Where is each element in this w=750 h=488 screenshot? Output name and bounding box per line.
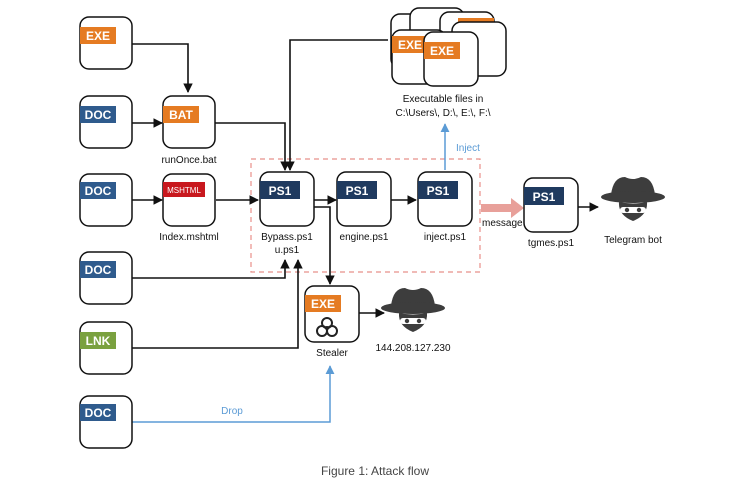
- edge-bat-to-bypass: [214, 122, 290, 171]
- doc-badge: DOC: [85, 263, 112, 277]
- index-mshtml-label: Index.mshtml: [159, 232, 218, 243]
- message-arrow: [481, 198, 524, 218]
- lnk-file-node: LNK: [79, 321, 133, 375]
- ps1-badge: PS1: [346, 184, 369, 198]
- hacker-icon: [381, 288, 445, 332]
- executables-caption-line2: C:\Users\, D:\, E:\, F:\: [395, 108, 490, 119]
- doc-badge: DOC: [85, 184, 112, 198]
- inject-ps1-node: PS1: [417, 171, 473, 227]
- runonce-label: runOnce.bat: [161, 155, 216, 166]
- executables-caption-line1: Executable files in: [403, 94, 484, 105]
- edge-exe-to-bat: [132, 43, 193, 93]
- doc-badge: DOC: [85, 108, 112, 122]
- mshtml-file-node: MSHTML: [162, 173, 216, 227]
- bat-file-node: BAT: [162, 95, 216, 149]
- exe-badge: EXE: [398, 38, 422, 52]
- doc-file-node-3: DOC: [79, 251, 133, 305]
- edge-bypass-to-stealer: [314, 206, 335, 285]
- edge-lnk-to-u-ps1: [132, 259, 303, 349]
- exe-badge: EXE: [430, 44, 454, 58]
- telegram-hacker-icon: [601, 177, 665, 221]
- doc-badge: DOC: [85, 406, 112, 420]
- edge-executables-to-bypass: [285, 39, 388, 171]
- doc-file-node-4: DOC: [79, 395, 133, 449]
- bat-badge: BAT: [169, 108, 193, 122]
- biohazard-icon: [316, 317, 338, 337]
- bypass-label: Bypass.ps1: [261, 232, 313, 243]
- executable-files-stack: EXE EXE: [390, 7, 507, 87]
- ps1-badge: PS1: [427, 184, 450, 198]
- doc-file-node-1: DOC: [79, 95, 133, 149]
- lnk-badge: LNK: [86, 334, 111, 348]
- engine-label: engine.ps1: [340, 232, 389, 243]
- exe-badge: EXE: [311, 297, 335, 311]
- telegram-bot-label: Telegram bot: [604, 235, 662, 246]
- mshtml-badge: MSHTML: [167, 186, 201, 195]
- bypass-ps1-node: PS1: [259, 171, 315, 227]
- engine-ps1-node: PS1: [336, 171, 392, 227]
- edge-doc-to-u-ps1: [132, 259, 290, 279]
- inject-edge-label: Inject: [456, 143, 480, 154]
- tgmes-label: tgmes.ps1: [528, 238, 575, 249]
- doc-file-node-2: DOC: [79, 173, 133, 227]
- edge-doc-drop-stealer: [132, 365, 335, 423]
- c2-server-ip: 144.208.127.230: [375, 343, 451, 354]
- ps1-badge: PS1: [269, 184, 292, 198]
- figure-caption: Figure 1: Attack flow: [320, 464, 430, 478]
- inject-label: inject.ps1: [424, 232, 467, 243]
- u-ps1-label: u.ps1: [275, 245, 300, 256]
- tgmes-ps1-node: PS1: [523, 177, 579, 233]
- stealer-label: Stealer: [316, 348, 348, 359]
- stealer-node: EXE: [304, 285, 360, 343]
- message-edge-label: message: [482, 218, 523, 229]
- ps1-badge: PS1: [533, 190, 556, 204]
- exe-badge: EXE: [86, 29, 110, 43]
- exe-file-node: EXE: [79, 16, 133, 70]
- drop-edge-label: Drop: [221, 406, 243, 417]
